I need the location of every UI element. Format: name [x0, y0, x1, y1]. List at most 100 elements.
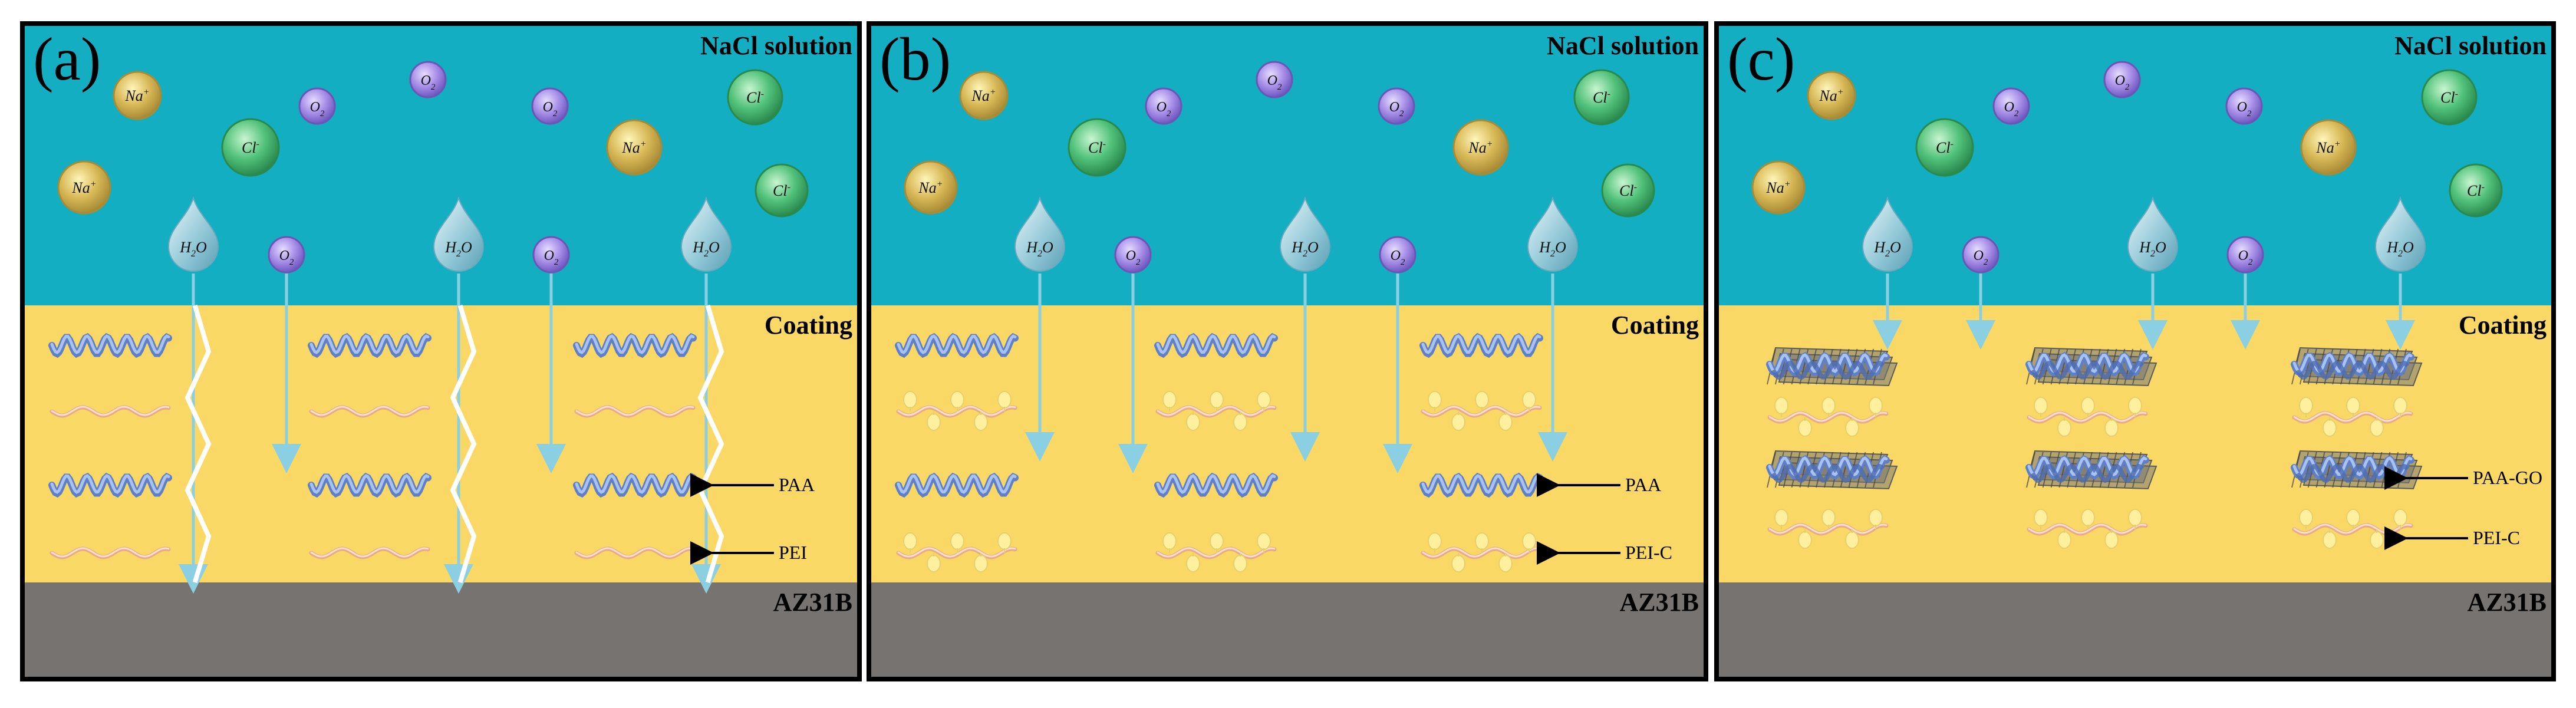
carbon-dot	[1522, 391, 1536, 409]
carbon-dot	[2346, 397, 2360, 414]
paa-chain	[2030, 360, 2145, 380]
carbon-dot	[1798, 531, 1812, 549]
water-droplet-shape	[1862, 196, 1913, 272]
o2-molecule-sphere	[1379, 236, 1417, 274]
lower-chain-label: PEI-C	[1625, 542, 1672, 563]
h2o-label: H2O	[1291, 239, 1319, 259]
cl-ion: Cl-	[1915, 118, 1974, 177]
carbon-dot	[1475, 532, 1489, 550]
lower-chain-label: PEI-C	[2473, 527, 2520, 548]
carbon-dot	[1257, 391, 1271, 409]
carbon-dot	[950, 532, 964, 550]
na-ion-sphere	[1751, 160, 1806, 215]
carbon-dot	[2104, 531, 2119, 549]
cl-ion-sphere	[755, 163, 809, 218]
carbon-dot	[1257, 532, 1271, 550]
pei-chain-highlight	[575, 547, 694, 558]
charge: +	[990, 87, 996, 97]
carbon-dot	[974, 555, 988, 572]
carbon-dot	[2104, 419, 2119, 437]
subscript: 2	[1037, 249, 1042, 259]
carbon-dot	[1774, 397, 1788, 414]
h2o-label: H2O	[179, 239, 207, 259]
paa-chain	[1771, 360, 1885, 380]
paa-chain-highlight	[1156, 474, 1276, 494]
o2-molecule-sphere	[1378, 87, 1415, 125]
na-ion: Na+	[113, 71, 162, 120]
pei-chain-highlight	[310, 406, 429, 416]
substrate-layer	[1717, 582, 2554, 679]
pei-chain-highlight	[51, 406, 170, 416]
subscript: 2	[1136, 258, 1141, 267]
panel-a: (a)NaCl solutionCoatingAZ31BNa+Na+Cl-O2O…	[20, 21, 862, 681]
na-ion: Na+	[2300, 119, 2357, 176]
o2-molecule-sphere	[1992, 87, 2030, 125]
pei-chain-highlight	[1157, 406, 1276, 416]
h2o-label: H2O	[1539, 239, 1566, 259]
charge: -	[1634, 182, 1637, 192]
subscript: 2	[554, 258, 559, 267]
charge: +	[2334, 139, 2341, 149]
water-droplet: H2O	[1279, 196, 1331, 272]
charge: -	[1951, 139, 1954, 149]
pei-chain-highlight	[897, 406, 1016, 416]
charge: +	[937, 179, 943, 189]
water-droplet-shape	[1014, 196, 1066, 272]
subscript: 2	[320, 109, 325, 118]
paa-chain	[2030, 463, 2145, 483]
coating-layer	[869, 305, 1706, 582]
cl-ion-sphere	[2449, 163, 2503, 218]
charge: -	[2482, 182, 2485, 192]
cl-ion-sphere	[1601, 163, 1655, 218]
o: O	[1555, 239, 1566, 256]
subscript: 2	[1277, 83, 1282, 92]
carbon-dot	[1162, 532, 1177, 550]
o: O	[1042, 239, 1053, 256]
carbon-dot	[903, 391, 917, 409]
solution-label: NaCl solution	[700, 31, 852, 60]
paa-chain-highlight	[50, 474, 170, 494]
carbon-dot	[1162, 391, 1177, 409]
cl-ion: Cl-	[1601, 163, 1655, 218]
cl-ion-sphere	[1915, 118, 1974, 177]
o2-molecule-sphere	[532, 236, 570, 274]
o2-molecule-sphere	[1962, 236, 1999, 274]
subscript: 2	[1984, 258, 1988, 267]
coating-label: Coating	[765, 311, 852, 340]
h: H	[692, 239, 704, 256]
water-droplet: H2O	[680, 196, 732, 272]
coating-label: Coating	[2459, 311, 2547, 340]
carbon-dot	[1869, 397, 1883, 414]
paa-chain	[2295, 360, 2410, 380]
pei-chain-highlight	[51, 547, 170, 558]
water-droplet: H2O	[433, 196, 485, 272]
upper-chain-label: PAA-GO	[2473, 467, 2542, 488]
carbon-dot	[1186, 413, 1200, 431]
o: O	[2155, 239, 2166, 256]
water-droplet: H2O	[1527, 196, 1579, 272]
o2-molecule-sphere	[1256, 61, 1293, 98]
paa-chain-highlight	[575, 334, 695, 354]
carbon-dot	[1821, 509, 1836, 526]
carbon-dot	[1233, 555, 1247, 572]
subscript: 2	[704, 249, 709, 259]
carbon-dot	[2034, 397, 2048, 414]
cl-ion: Cl-	[2449, 163, 2503, 218]
h: H	[1026, 239, 1038, 256]
charge: -	[761, 89, 764, 99]
h: H	[1873, 239, 1886, 256]
charge: +	[1784, 179, 1791, 189]
carbon-dot	[2370, 419, 2384, 437]
carbon-dot	[974, 413, 988, 431]
carbon-dot	[2370, 531, 2384, 549]
panel-label: (a)	[33, 25, 101, 93]
panel-frame	[20, 21, 862, 681]
carbon-dot	[1774, 509, 1788, 526]
subscript: 2	[2150, 249, 2155, 259]
substrate-label: AZ31B	[1620, 588, 1699, 617]
carbon-dot	[2081, 509, 2095, 526]
o: O	[2403, 239, 2414, 256]
substrate-label: AZ31B	[2468, 588, 2547, 617]
carbon-dot	[1798, 419, 1812, 437]
o2-molecule: O2	[268, 236, 305, 274]
